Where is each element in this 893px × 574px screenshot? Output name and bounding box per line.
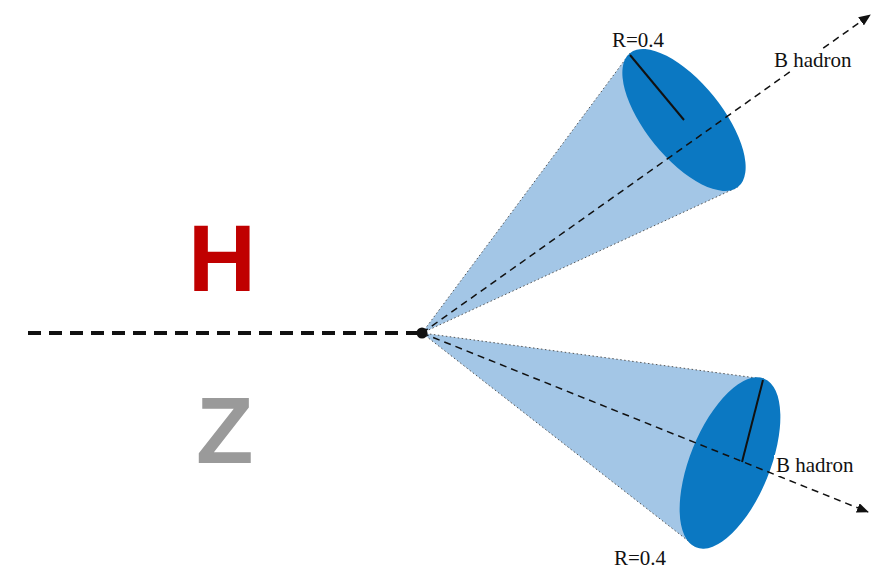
boson-letter: Z [196,384,253,478]
radius-label: R=0.4 [614,548,666,569]
cone-base [600,29,767,210]
radius-line [630,55,684,120]
vertex-dot [417,328,428,339]
boson-line [28,331,420,335]
radius-line [742,380,763,462]
hadron-arrow [422,333,868,512]
particle-label: B hadron [774,455,856,476]
hadron-arrow [422,15,870,333]
particle-label: B hadron [772,50,854,71]
radius-label: R=0.4 [612,30,664,51]
boson-letter: H [188,212,256,306]
